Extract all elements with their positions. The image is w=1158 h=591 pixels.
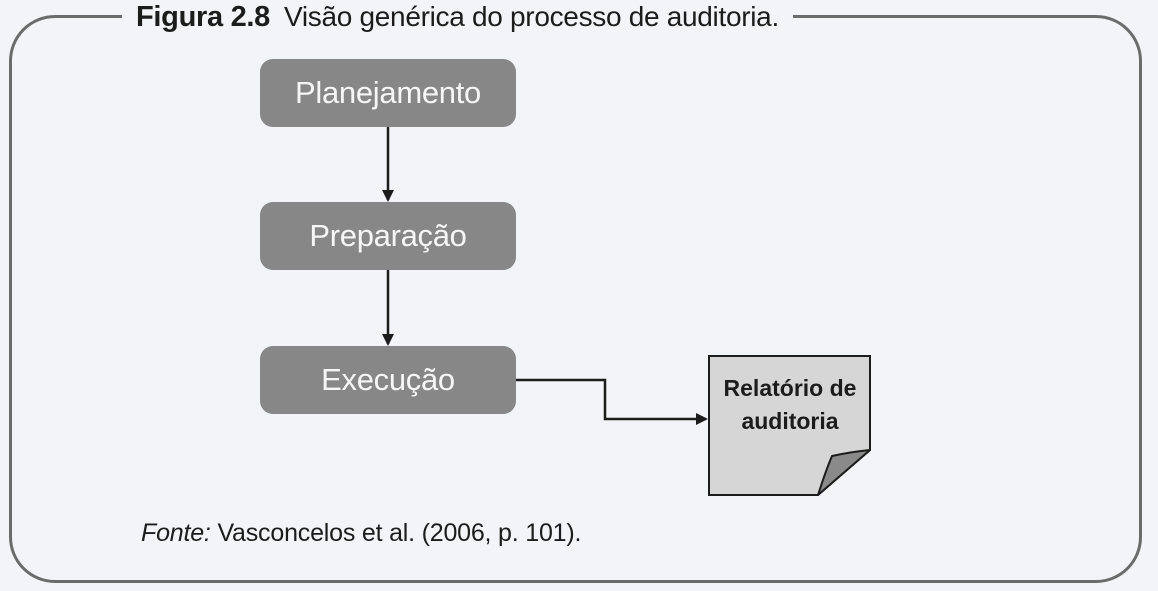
step-box-execucao: Execução: [260, 346, 516, 414]
document-label-line1: Relatório de: [723, 375, 857, 401]
figure-title: Visão genérica do processo de auditoria.: [284, 1, 779, 32]
document-label-line2: auditoria: [741, 408, 839, 434]
source-citation: Fonte: Vasconcelos et al. (2006, p. 101)…: [141, 519, 581, 548]
figure-caption: Figura 2.8 Visão genérica do processo de…: [122, 0, 793, 36]
step-box-preparacao: Preparação: [260, 202, 516, 270]
document-icon: [708, 355, 871, 496]
arrow-execucao-to-relatorio: [516, 378, 708, 425]
figure-label: Figura 2.8: [136, 0, 270, 33]
document-label: Relatório de auditoria: [709, 372, 871, 438]
source-text: Vasconcelos et al. (2006, p. 101).: [217, 519, 582, 547]
source-prefix: Fonte:: [141, 519, 211, 547]
step-box-planejamento: Planejamento: [260, 59, 516, 127]
